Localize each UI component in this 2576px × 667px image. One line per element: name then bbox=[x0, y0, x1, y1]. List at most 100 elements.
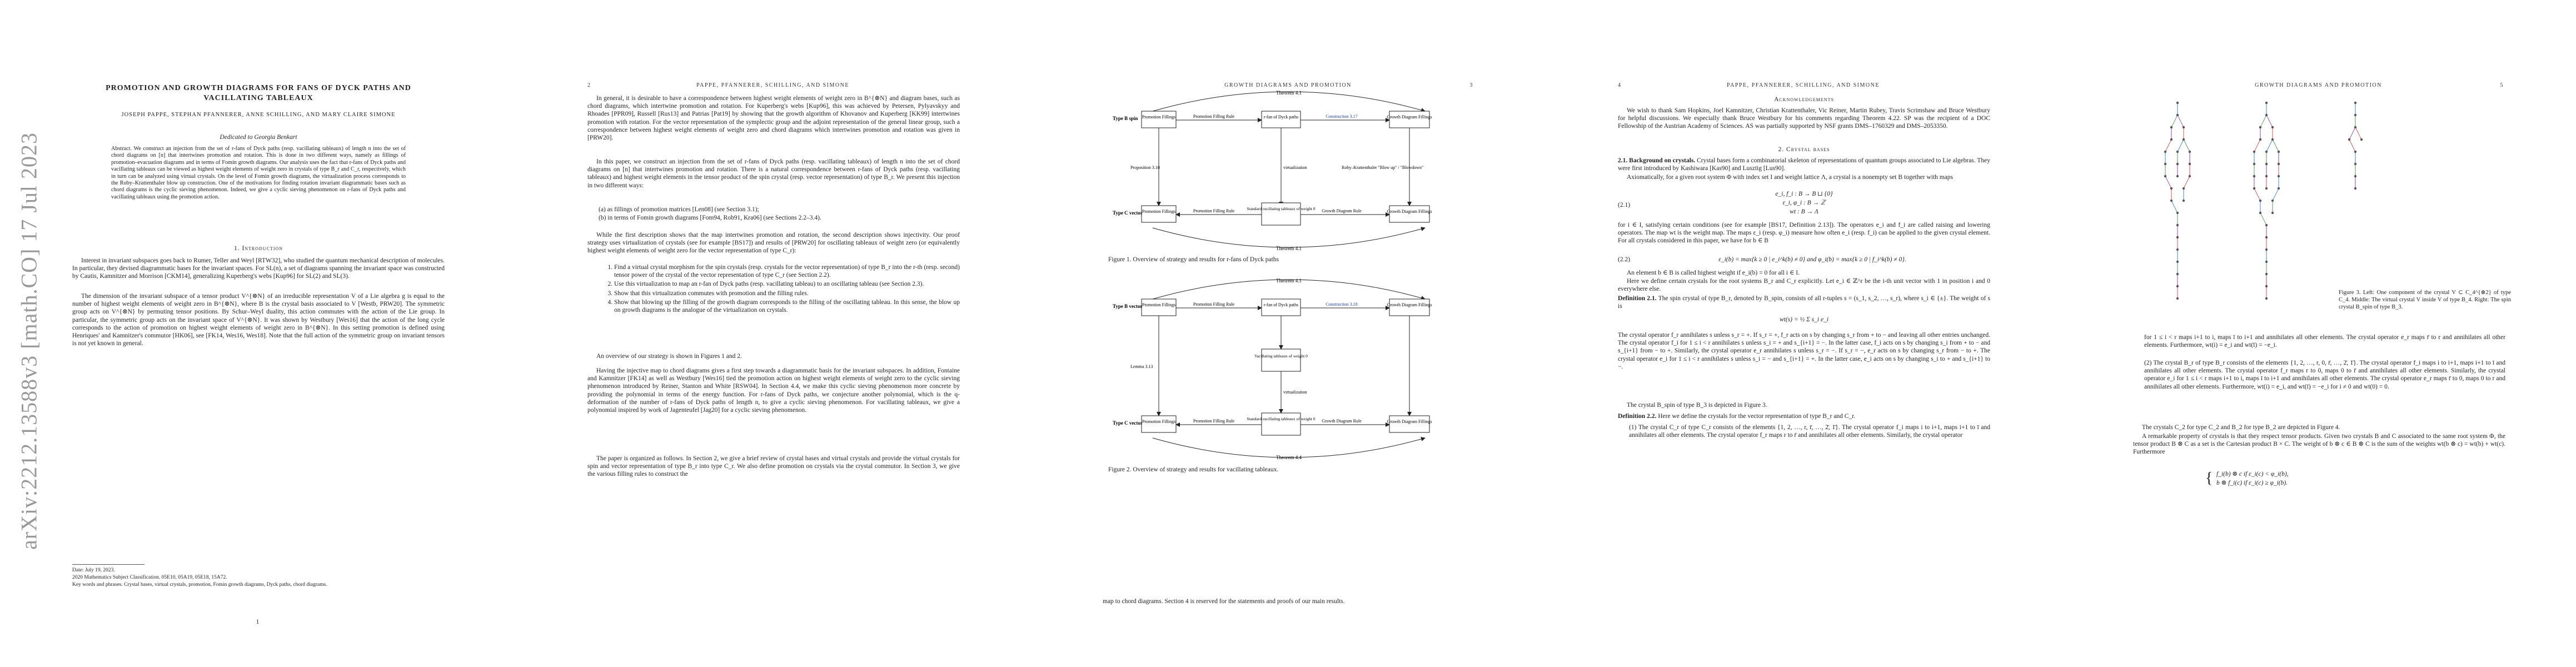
acknowledgements-heading: Acknowledgements bbox=[1774, 96, 1834, 103]
figure-4-ref: The crystals C_2 for type C_2 and B_2 fo… bbox=[2142, 424, 2340, 431]
crystal-edge bbox=[2254, 188, 2261, 201]
footnote-msc: 2020 Mathematics Subject Classification.… bbox=[72, 575, 227, 580]
crystal-edge bbox=[2183, 176, 2190, 189]
crystal-edge bbox=[2171, 200, 2178, 213]
fig2-lemma: Lemma 3.13 bbox=[1130, 364, 1153, 369]
crystal-graph-middle bbox=[2253, 101, 2280, 300]
crystal-edge bbox=[2183, 139, 2190, 152]
equation-2-1-line-3: wt : B → Λ bbox=[1790, 208, 1818, 215]
fig1-growth-rule: Growth Diagram Rule bbox=[1322, 208, 1362, 213]
fig1-row1-label: Type B spin bbox=[1113, 116, 1138, 121]
figure-2-diagram: Theorem 4.1 Theorem 4.4 Type B vector Ty… bbox=[1113, 278, 1432, 460]
strategy-list: Find a virtual crystal morphism for the … bbox=[599, 263, 960, 315]
fig2-promo2: Promotion Fillings bbox=[1142, 419, 1175, 424]
strategy-step-3: Show that this virtualization commutes w… bbox=[614, 290, 960, 297]
paragraph-4: An overview of our strategy is shown in … bbox=[596, 353, 742, 360]
crystal-edge bbox=[2165, 139, 2172, 152]
crystal-graph-right bbox=[2348, 101, 2363, 190]
paragraph-6: The paper is organized as follows. In Se… bbox=[587, 455, 960, 478]
paper-page-4: 4 PAPPE, PFANNERER, SCHILLING, AND SIMON… bbox=[1546, 0, 2061, 667]
crystal-edge bbox=[2171, 115, 2178, 128]
equation-2-1-line-1: e_i, f_i : B → B ⊔ {0} bbox=[1775, 191, 1833, 197]
crystal-edge bbox=[2177, 139, 2184, 152]
footnote-keywords: Key words and phrases. Crystal bases, vi… bbox=[72, 582, 327, 588]
spin-crystal-figure-ref: The crystal B_spin of type B_3 is depict… bbox=[1627, 402, 1767, 409]
list-item-a: (a) as fillings of promotion matrices [L… bbox=[599, 206, 759, 213]
crystal-graph-left bbox=[2164, 101, 2191, 300]
fig1-fan: r-fan of Dyck paths bbox=[1264, 115, 1298, 120]
fig2-fan: r-fan of Dyck paths bbox=[1264, 302, 1298, 307]
fig1-promo2: Promotion Fillings bbox=[1142, 209, 1175, 214]
crystal-edge bbox=[2349, 127, 2356, 140]
fig1-promo1: Promotion Fillings bbox=[1142, 115, 1175, 120]
footnote-rule bbox=[72, 564, 145, 565]
fig1-growth2: Growth Diagram Fillings bbox=[1387, 209, 1432, 214]
fig1-prop: Proposition 3.10 bbox=[1130, 165, 1160, 170]
page3-bottom-text: map to chord diagrams. Section 4 is rese… bbox=[1103, 598, 1345, 605]
list-item-b: (b) in terms of Fomin growth diagrams [F… bbox=[599, 215, 821, 221]
subsection-2-1: 2.1. Background on crystals. Crystal bas… bbox=[1618, 157, 1990, 172]
crystal-edge bbox=[2266, 139, 2273, 152]
paragraph-5: Having the injective map to chord diagra… bbox=[587, 367, 960, 414]
crystal-edge bbox=[2355, 127, 2362, 140]
fig2-promo1: Promotion Fillings bbox=[1142, 302, 1175, 307]
crystal-edge bbox=[2260, 115, 2267, 128]
crystal-edge bbox=[2177, 115, 2184, 128]
dedication: Dedicated to Georgia Benkart bbox=[220, 134, 297, 141]
crystal-edge bbox=[2272, 139, 2279, 152]
equation-number-2-2: (2.2) bbox=[1618, 256, 1631, 263]
crystal-edge bbox=[2260, 212, 2267, 226]
intro-paragraph-2: The dimension of the invariant subspace … bbox=[72, 293, 445, 347]
fig2-vac: Vacillating tableaux of weight 0 bbox=[1254, 354, 1308, 359]
fig2-row2-label: Type C vector bbox=[1113, 420, 1143, 426]
operator-text: for 1 ≤ i < r maps i+1 to i, maps ī to i… bbox=[2144, 334, 2505, 349]
fig2-top-label: Theorem 4.1 bbox=[1276, 278, 1302, 283]
section-heading-introduction: 1. Introduction bbox=[233, 245, 283, 252]
strategy-step-1: Find a virtual crystal morphism for the … bbox=[614, 263, 960, 279]
crystal-axioms: for i ∈ I, satisfying certain conditions… bbox=[1618, 222, 1990, 245]
fig1-bottom-label: Theorem 4.1 bbox=[1276, 246, 1302, 250]
figure-3-crystal-graphs bbox=[2164, 101, 2363, 300]
fig2-fillrule1: Promotion Filling Rule bbox=[1193, 302, 1235, 307]
crystal-edge bbox=[2254, 139, 2261, 152]
paper-page-2: 2 PAPPE, PFANNERER, SCHILLING, AND SIMON… bbox=[515, 0, 1030, 667]
fig1-top-label: Theorem 4.1 bbox=[1276, 90, 1302, 96]
crystal-edge bbox=[2165, 176, 2172, 189]
equation-number-2-1: (2.1) bbox=[1618, 202, 1631, 208]
highest-weight-definition: An element b ∈ B is called highest weigh… bbox=[1627, 270, 1800, 276]
fig2-growth-rule: Growth Diagram Rule bbox=[1322, 419, 1362, 424]
acknowledgements: We wish to thank Sam Hopkins, Joel Kamni… bbox=[1618, 107, 1990, 130]
fig1-virt: virtualization bbox=[1283, 165, 1307, 170]
paragraph-2: In this paper, we construct an injection… bbox=[587, 158, 960, 189]
authors: JOSEPH PAPPE, STEPHAN PFANNERER, ANNE SC… bbox=[121, 112, 396, 118]
page-number: 1 bbox=[256, 619, 260, 625]
tensor-product-text: A remarkable property of crystals is tha… bbox=[2133, 433, 2505, 456]
crystal-Br-item: (2) The crystal B_r of type B_r consists… bbox=[2144, 360, 2505, 390]
definition-2-1: Definition 2.1. The spin crystal of type… bbox=[1618, 295, 1990, 310]
tensor-rule-case-1: f_i(b) ⊗ c if ε_i(c) < φ_i(b), bbox=[2216, 471, 2289, 477]
crystal-edge bbox=[2349, 139, 2356, 152]
fig2-construct: Construction 3.18 bbox=[1326, 302, 1357, 307]
fig1-row2-label: Type C vector bbox=[1113, 210, 1143, 216]
theorem-arc-bottom bbox=[1152, 227, 1426, 248]
tensor-rule-case-2: b ⊗ f_i(c) if ε_i(c) ≥ φ_i(b). bbox=[2216, 480, 2288, 486]
fig1-growth1: Growth Diagram Fillings bbox=[1387, 115, 1432, 120]
paragraph-1: In general, it is desirable to have a co… bbox=[587, 95, 960, 142]
fig2-fillrule2: Promotion Filling Rule bbox=[1193, 419, 1235, 424]
fig2-virt: virtualization bbox=[1283, 390, 1307, 395]
crystal-edge bbox=[2266, 115, 2273, 128]
abstract: Abstract. We construct an injection from… bbox=[111, 146, 406, 200]
weight-equation: wt(s) = ½ Σ s_i e_i bbox=[1779, 316, 1829, 323]
intro-paragraph-1: Interest in invariant subspaces goes bac… bbox=[72, 257, 445, 280]
arxiv-identifier: arXiv:2212.13588v3 [math.CO] 17 Jul 2023 bbox=[16, 132, 42, 550]
fig1-construct: Construction 3.17 bbox=[1326, 114, 1357, 119]
spin-crystal-operators: The crystal operator f_r annihilates s u… bbox=[1618, 332, 1990, 370]
figure-1-diagram: Theorem 4.1 Theorem 4.1 Type B spin Type… bbox=[1113, 90, 1432, 250]
fig1-roby: Roby–Krattenthaler "Blow up" / "Blowdown… bbox=[1342, 165, 1423, 170]
definition-2-2: Definition 2.2. Here we define the cryst… bbox=[1618, 413, 1856, 420]
fig2-growth2: Growth Diagram Fillings bbox=[1387, 419, 1432, 424]
equation-2-2: ε_i(b) = max{k ≥ 0 | e_i^k(b) ≠ 0} and φ… bbox=[1718, 256, 1906, 263]
paper-page-5: GROWTH DIAGRAMS AND PROMOTION 5 Figure 3… bbox=[2061, 0, 2576, 667]
strategy-step-2: Use this virtualization to map an r-fan … bbox=[614, 280, 960, 288]
crystal-node bbox=[2360, 138, 2363, 141]
